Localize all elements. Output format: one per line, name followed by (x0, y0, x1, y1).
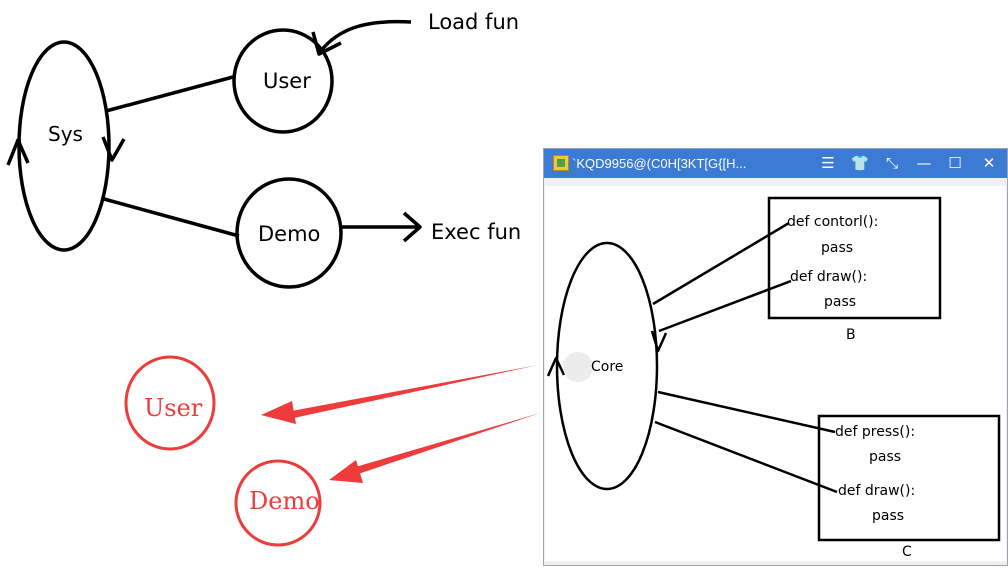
core-down-arrow (650, 330, 668, 353)
box-b-caption: B (846, 327, 856, 343)
box-b (767, 196, 942, 320)
exec-fun-label: Exec fun (431, 220, 522, 244)
shrink-icon[interactable]: ⤡ (885, 154, 898, 172)
box-b-line-3: def draw(): (790, 269, 868, 285)
app-icon (553, 155, 569, 171)
red-arrowhead-user (261, 401, 296, 424)
demo-circle (235, 177, 343, 289)
box-c-line-2: pass (869, 449, 902, 465)
minimize-icon[interactable]: — (916, 154, 932, 172)
red-arrowhead-demo (329, 460, 363, 483)
sys-up-arrow (6, 138, 30, 166)
core-up-arrow (546, 356, 566, 377)
box-c-line-1: def press(): (835, 424, 916, 440)
sys-down-arrow (101, 136, 126, 162)
red-demo-label: Demo (249, 487, 320, 515)
box-b-line-4: pass (824, 294, 857, 310)
sys-ellipse (17, 40, 111, 252)
sys-demo-line (103, 197, 240, 238)
box-b-line-1: def contorl(): (787, 214, 879, 230)
user-label: User (263, 69, 311, 93)
menu-icon[interactable]: ☰ (821, 154, 835, 172)
red-arrow-to-demo (352, 413, 540, 475)
exec-arrowhead (402, 211, 422, 243)
window-client-area: Core def contorl(): pass def draw(): pas… (545, 186, 1006, 561)
core-diagram (546, 196, 1001, 542)
window-title-bar[interactable]: `KQD9956@(C0H[3KT[G{[H... ☰ 👕 ⤡ — ☐ ✕ (544, 149, 1007, 178)
window-title: `KQD9956@(C0H[3KT[G{[H... (572, 156, 747, 171)
core-c-line-2 (654, 420, 838, 494)
core-ellipse (555, 241, 659, 491)
user-circle (232, 28, 334, 134)
red-user-circle (124, 355, 216, 451)
load-arrowhead (311, 31, 342, 56)
box-c-line-4: pass (872, 508, 905, 524)
box-c (817, 414, 1001, 542)
core-b-line-1 (652, 221, 790, 306)
close-icon[interactable]: ✕ (982, 154, 996, 172)
core-c-line-1 (657, 390, 836, 434)
red-demo-circle (234, 459, 322, 547)
core-label: Core (591, 359, 624, 375)
maximize-icon[interactable]: ☐ (948, 154, 962, 172)
box-c-line-3: def draw(): (838, 483, 916, 499)
sys-label: Sys (48, 122, 83, 146)
image-viewer-window: `KQD9956@(C0H[3KT[G{[H... ☰ 👕 ⤡ — ☐ ✕ Co… (543, 148, 1008, 566)
load-fun-label: Load fun (428, 10, 520, 34)
core-b-line-2 (658, 279, 792, 333)
box-b-line-2: pass (821, 240, 854, 256)
red-arrow-to-user (286, 365, 538, 419)
box-c-caption: C (902, 544, 912, 560)
highlight-spot (563, 352, 593, 382)
skin-icon[interactable]: 👕 (850, 154, 870, 172)
load-arrow (318, 19, 412, 54)
sys-user-line (105, 75, 234, 113)
demo-label: Demo (258, 222, 321, 246)
red-user-label: User (144, 394, 203, 422)
